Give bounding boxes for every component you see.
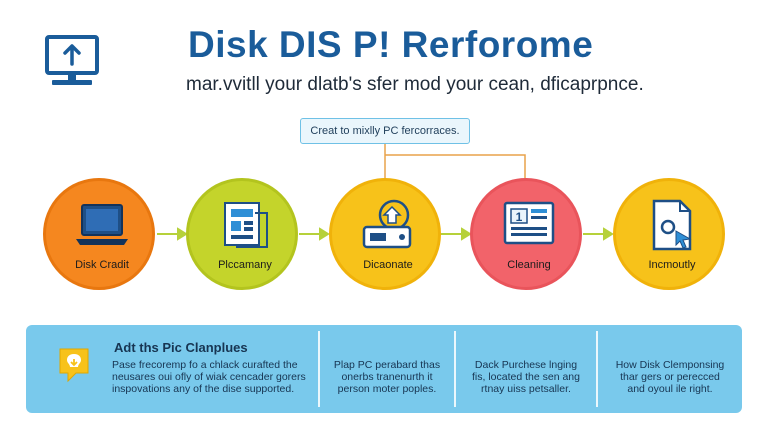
page-title: Disk DIS P! Rerforome — [188, 24, 594, 65]
panel-main-text: Pase frecoremp fo a chlack curafted the … — [112, 359, 306, 395]
lightbulb-tip-icon — [59, 348, 89, 383]
file-cursor-icon — [652, 199, 692, 251]
arrow-1 — [157, 227, 188, 241]
svg-text:1: 1 — [516, 210, 523, 224]
step-label: Cleaning — [507, 259, 551, 271]
arrow-4 — [583, 227, 614, 241]
step-dicaonate: Dicaonate — [329, 178, 441, 290]
panel-column-2: Dack Purchese lnging fis, located the se… — [472, 359, 580, 395]
step-disk-cradit: Disk Cradit — [43, 178, 155, 290]
panel-divider — [318, 331, 320, 407]
monitor-panel-icon: 1 — [503, 201, 555, 245]
panel-divider — [596, 331, 598, 407]
laptop-icon — [76, 204, 128, 245]
step-incmoutly: Incmoutly — [613, 178, 725, 290]
panel-divider — [454, 331, 456, 407]
panel-column-1: Plap PC perabard thas onerbs tranenurth … — [333, 359, 441, 395]
documents-icon — [224, 202, 268, 248]
panel-column-3: How Disk Clemponsing thar gers or perecc… — [615, 359, 725, 395]
step-label: Dicaonate — [363, 259, 413, 271]
step-cleaning: 1 Cleaning — [470, 178, 582, 290]
arrow-2 — [299, 227, 330, 241]
arrow-3 — [441, 227, 472, 241]
step-label: Incmoutly — [648, 259, 696, 271]
step-label: Disk Cradit — [75, 259, 129, 271]
callout-box: Creat to mixlly PC fercorraces. — [300, 118, 470, 144]
panel-main: Adt ths Pic Clanplues Pase frecoremp fo … — [26, 325, 318, 413]
monitor-upload-icon — [45, 35, 99, 85]
panel-heading: Adt ths Pic Clanplues — [114, 340, 248, 355]
info-panel: Adt ths Pic Clanplues Pase frecoremp fo … — [26, 325, 742, 413]
disk-drive-icon — [362, 199, 412, 249]
page-subtitle: mar.vvitll your dlatb's sfer mod your ce… — [186, 74, 644, 95]
step-plccamany: Plccamany — [186, 178, 298, 290]
step-label: Plccamany — [218, 259, 272, 271]
